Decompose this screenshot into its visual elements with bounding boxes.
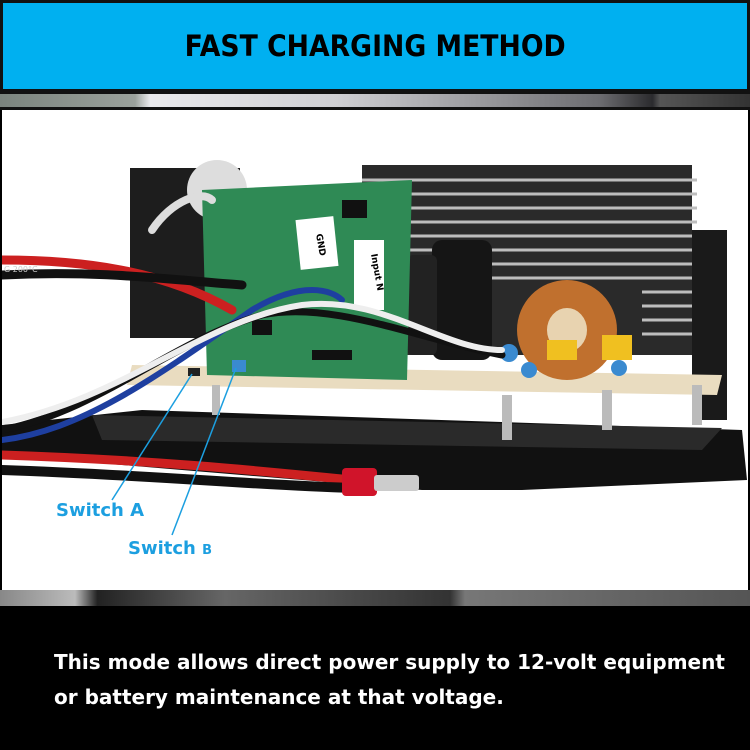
description: This mode allows direct power supply to … [54, 645, 734, 715]
description-line-1: This mode allows direct power supply to … [54, 650, 725, 674]
wire-print: G 200°C [4, 265, 38, 274]
switch-b-label-main: Switch [128, 538, 203, 559]
description-line-2: or battery maintenance at that voltage. [54, 685, 504, 709]
ring-terminal [342, 468, 377, 496]
product-photo: GND Input N G 200°C Switch A Switch B [2, 110, 748, 590]
switch-a [188, 368, 200, 376]
capacitor [432, 240, 492, 360]
switch-b-label: Switch B [128, 538, 212, 559]
title-banner: FAST CHARGING METHOD [0, 0, 750, 92]
decorative-strip [0, 92, 750, 110]
gnd-tag: GND [313, 233, 327, 257]
switch-a-label: Switch A [56, 500, 145, 521]
decorative-strip-bottom [0, 590, 750, 606]
page-title: FAST CHARGING METHOD [184, 29, 566, 63]
switch-b-label-suffix: B [202, 543, 213, 558]
charger-illustration: GND Input N G 200°C [2, 160, 747, 536]
switch-b [232, 360, 246, 372]
